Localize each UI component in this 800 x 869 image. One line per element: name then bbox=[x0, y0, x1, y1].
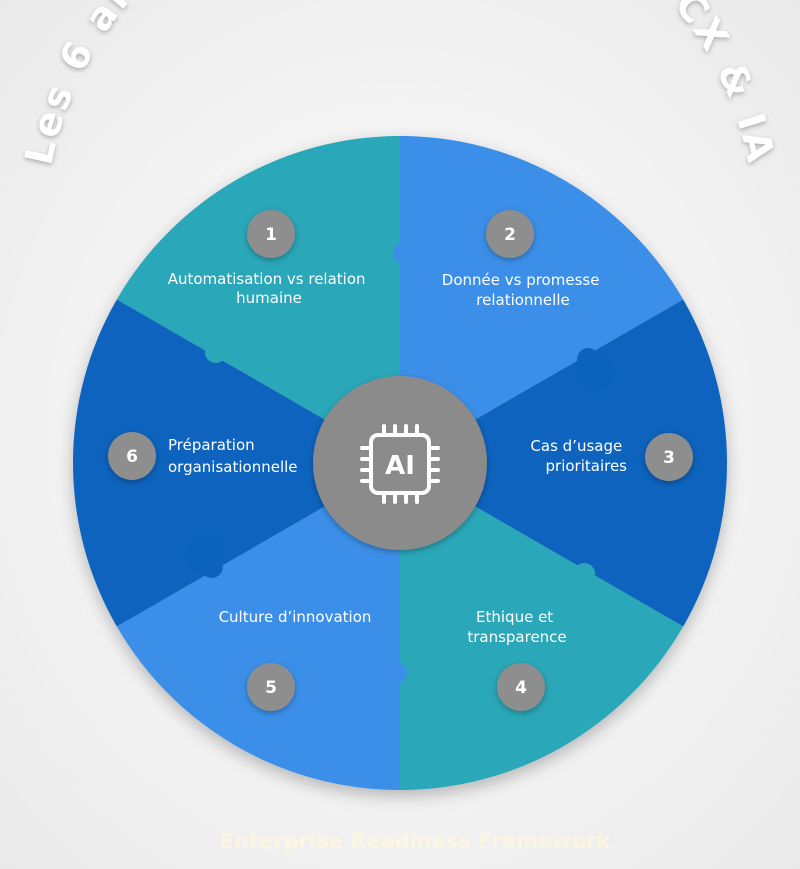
segment-1-label-line-2: humaine bbox=[236, 289, 302, 307]
segment-1-label: Automatisation vs relation humaine bbox=[168, 270, 371, 307]
segment-3-label: Cas d’usage prioritaires bbox=[530, 437, 627, 475]
segment-5-label: Culture d’innovation bbox=[219, 608, 372, 626]
puzzle-tab-neck-2 bbox=[577, 348, 600, 370]
badge-3: 3 bbox=[645, 433, 693, 481]
segment-2-label-line-2: relationnelle bbox=[476, 291, 569, 309]
segment-3-label-line-2: prioritaires bbox=[546, 457, 628, 475]
segment-6-label-line-1: Préparation bbox=[168, 436, 255, 454]
center-hub: AI bbox=[313, 376, 487, 550]
segment-4-label-line-1: Ethique et bbox=[476, 608, 553, 626]
badge-5-circle bbox=[247, 663, 295, 711]
puzzle-tab-neck-6 bbox=[204, 341, 227, 363]
badge-2-number: 2 bbox=[504, 225, 516, 245]
puzzle-tabs bbox=[184, 233, 616, 693]
badge-6-circle bbox=[108, 432, 156, 480]
segment-2-donnee bbox=[400, 136, 684, 463]
puzzle-tab-neck-1 bbox=[393, 242, 415, 264]
segment-2-label-line-1: Donnée vs promesse bbox=[442, 271, 600, 289]
badge-3-number: 3 bbox=[663, 448, 675, 468]
segment-4-label-line-2: transparence bbox=[467, 628, 566, 646]
puzzle-wheel bbox=[72, 135, 728, 790]
segment-2-label: Donnée vs promesse relationnelle bbox=[442, 271, 604, 309]
badge-2-circle bbox=[486, 210, 534, 258]
puzzle-tab-neck-3 bbox=[573, 563, 596, 585]
badge-6-number: 6 bbox=[126, 447, 138, 467]
segment-5-label-line-1: Culture d’innovation bbox=[219, 608, 372, 626]
badge-3-circle bbox=[645, 433, 693, 481]
badge-4: 4 bbox=[497, 663, 545, 711]
segment-6-label-line-2: organisationnelle bbox=[168, 458, 298, 476]
badge-4-number: 4 bbox=[515, 678, 527, 698]
segment-3-label-line-1: Cas d’usage bbox=[530, 437, 622, 455]
badge-1: 1 bbox=[247, 210, 295, 258]
badge-5-number: 5 bbox=[265, 678, 277, 698]
hub-label: AI bbox=[385, 451, 415, 481]
segment-6-label: Préparation organisationnelle bbox=[168, 436, 298, 476]
badge-5: 5 bbox=[247, 663, 295, 711]
badge-2: 2 bbox=[486, 210, 534, 258]
hub-circle bbox=[313, 376, 487, 550]
badge-1-number: 1 bbox=[265, 225, 277, 245]
segment-1-label-line-1: Automatisation vs relation bbox=[168, 270, 366, 288]
segment-1-automatisation bbox=[116, 135, 401, 463]
segment-6-preparation bbox=[72, 299, 400, 627]
chip-icon bbox=[360, 424, 440, 504]
footer-caption: Enterprise Readiness Framework bbox=[220, 829, 612, 853]
segment-4-label: Ethique et transparence bbox=[467, 608, 566, 646]
segment-5-culture bbox=[116, 463, 401, 790]
segment-4-ethique bbox=[400, 463, 684, 790]
puzzle-tab-neck-5 bbox=[200, 556, 223, 578]
badge-4-circle bbox=[497, 663, 545, 711]
badge-6: 6 bbox=[108, 432, 156, 480]
segment-3-cas-usage bbox=[400, 299, 728, 627]
badge-1-circle bbox=[247, 210, 295, 258]
puzzle-tab-neck-4 bbox=[385, 662, 407, 684]
